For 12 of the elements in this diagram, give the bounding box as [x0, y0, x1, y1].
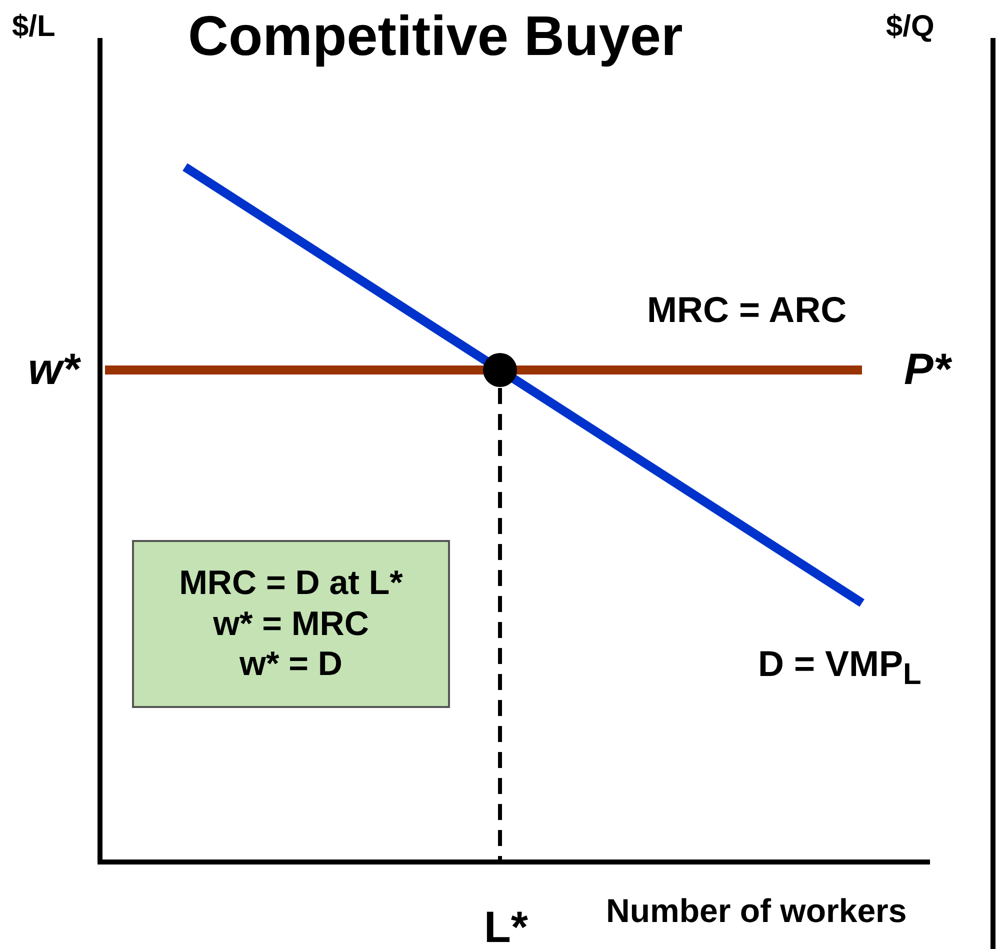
note-text: w* = D — [240, 644, 342, 686]
price-label: w* — [28, 348, 80, 392]
quantity-label: L* — [484, 906, 528, 949]
curve-label: MRC = ARC — [647, 292, 847, 328]
note-box — [132, 540, 450, 708]
axis-label: $/L — [12, 12, 56, 42]
note-text: MRC = D at L* — [179, 562, 403, 604]
axis-label: $/Q — [886, 12, 934, 42]
curve-label: D = VMP$_{L}$ — [758, 646, 922, 690]
note-text: w* = MRC — [213, 604, 369, 644]
axis-title: Number of workers — [606, 894, 907, 927]
price-label: P* — [904, 348, 950, 392]
